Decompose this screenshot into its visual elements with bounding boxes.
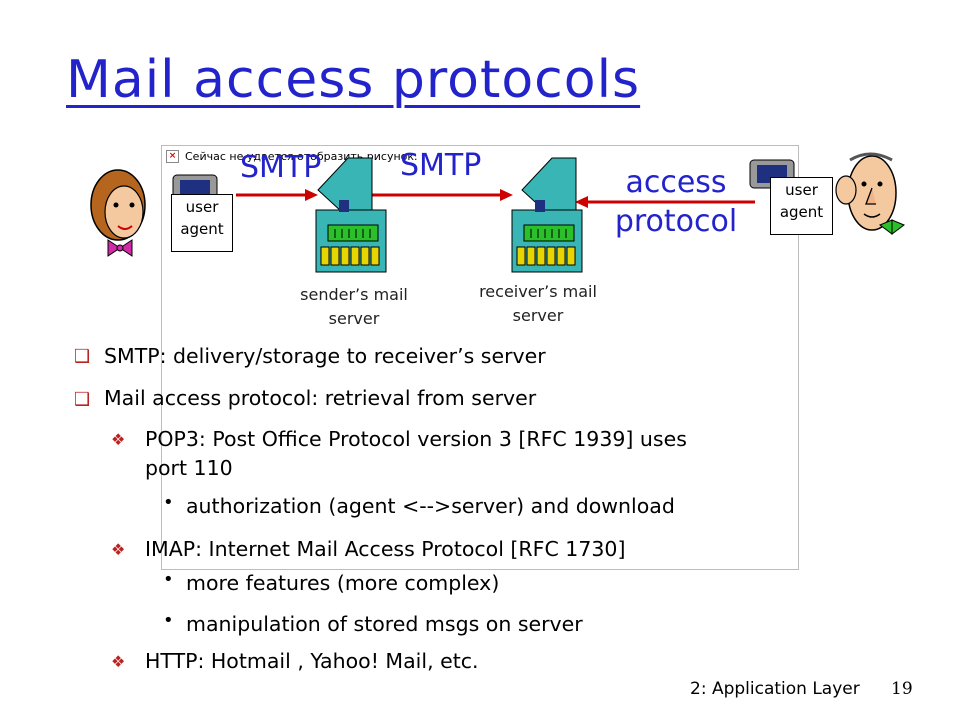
user-agent-right-line1: user — [785, 181, 818, 199]
user-agent-left: user agent — [171, 194, 233, 252]
broken-image-icon: × — [166, 150, 179, 163]
slide-title: Mail access protocols — [66, 50, 641, 110]
user-agent-right-line2: agent — [779, 202, 824, 221]
smtp-arrow-2 — [372, 189, 513, 201]
mail-server-icon — [511, 157, 583, 273]
footer-chapter: 2: Application Layer — [690, 679, 860, 699]
smtp-label-2: SMTP — [400, 148, 482, 183]
receiver-server-label: receiver’s mail server — [448, 280, 628, 328]
user-agent-left-line1: user — [185, 198, 219, 216]
user-agent-right: user agent — [770, 177, 833, 235]
smtp-label-1: SMTP — [240, 150, 322, 185]
sender-server-label-line1: sender’s mail — [300, 285, 408, 304]
page-number: 19 — [891, 679, 913, 699]
sender-server-label: sender’s mail server — [264, 283, 444, 331]
woman-face-icon — [90, 169, 146, 257]
mail-diagram: × Сейчас не удается отобразить рисунок. — [161, 145, 799, 570]
receiver-server-label-line2: server — [512, 306, 564, 325]
access-protocol-label: access protocol — [596, 163, 756, 241]
sender-server-label-line2: server — [328, 309, 380, 328]
man-face-icon — [835, 152, 905, 235]
smtp-arrow-1 — [236, 189, 318, 201]
access-label-line1: access — [625, 165, 727, 200]
access-label-line2: protocol — [614, 204, 738, 239]
access-arrow — [575, 196, 755, 208]
user-agent-left-line2: agent — [180, 219, 224, 238]
mail-server-icon — [315, 157, 387, 273]
receiver-server-label-line1: receiver’s mail — [479, 282, 597, 301]
